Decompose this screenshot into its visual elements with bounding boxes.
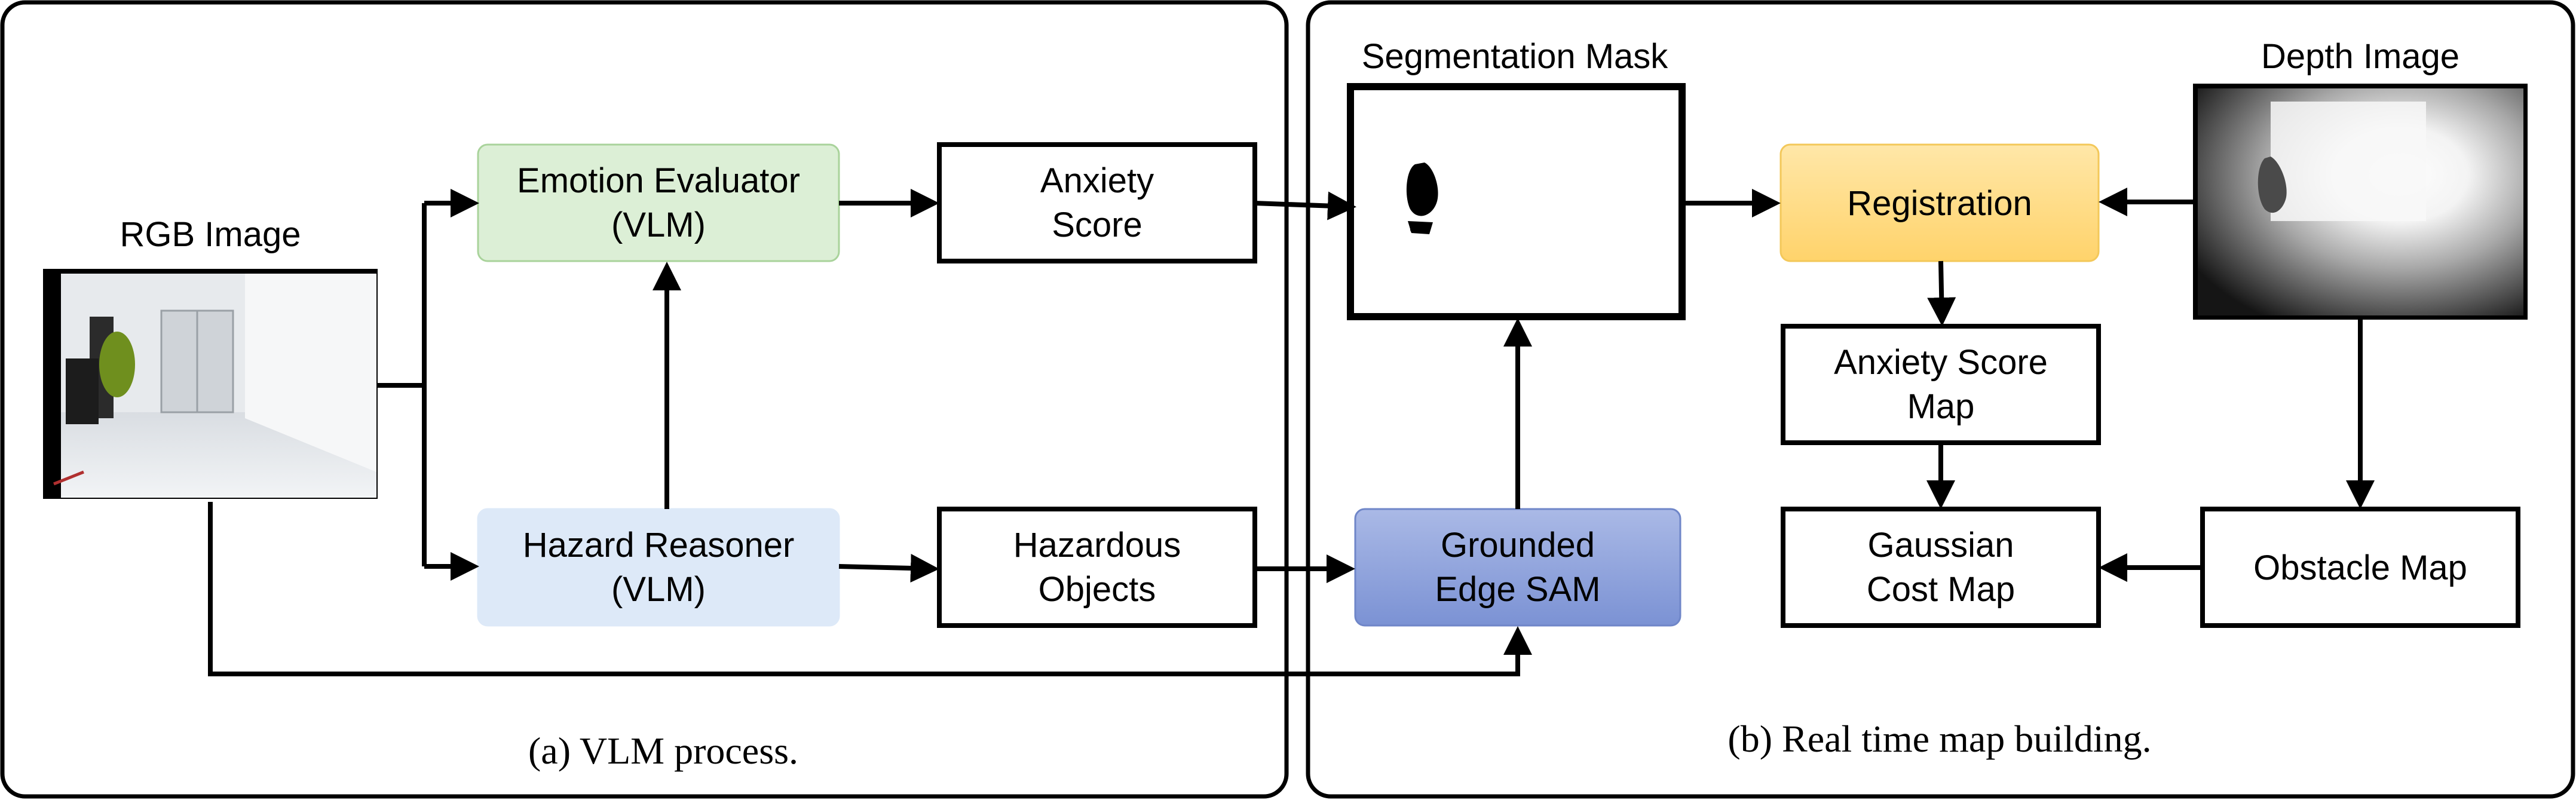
rgb-image-label: RGB Image (120, 215, 301, 254)
edge-hazard-to-objects (839, 566, 935, 569)
hazard-reasoner-label-1: Hazard Reasoner (523, 526, 795, 565)
registration-label: Registration (1847, 184, 2032, 223)
grounded-edge-sam-label-1: Grounded (1441, 526, 1595, 565)
segmentation-mask-image (1350, 87, 1682, 317)
rgb-image (43, 269, 378, 499)
anxiety-score-label-2: Score (1052, 206, 1142, 244)
hazardous-objects-label-1: Hazardous (1013, 526, 1181, 565)
gaussian-cost-map-label-1: Gaussian (1867, 526, 2014, 565)
hazard-reasoner-label-2: (VLM) (611, 570, 706, 609)
emotion-evaluator-label-2: (VLM) (611, 206, 706, 244)
gaussian-cost-map-label-2: Cost Map (1867, 570, 2015, 609)
hazardous-objects-label-2: Objects (1039, 570, 1156, 609)
edge-anxiety-to-mask (1255, 203, 1352, 207)
left-panel-caption: (a) VLM process. (528, 729, 798, 772)
anxiety-score-label-1: Anxiety (1040, 161, 1154, 200)
depth-image (2193, 84, 2528, 320)
edge-registration-to-scoremap (1941, 261, 1942, 321)
edge-rgb-to-sam (210, 502, 1518, 674)
anxiety-score-map-label-2: Map (1907, 387, 1975, 426)
obstacle-map-label: Obstacle Map (2253, 548, 2467, 587)
grounded-edge-sam-label-2: Edge SAM (1435, 570, 1600, 609)
right-panel-caption: (b) Real time map building. (1727, 718, 2151, 760)
depth-image-label: Depth Image (2261, 37, 2459, 76)
emotion-evaluator-label-1: Emotion Evaluator (517, 161, 800, 200)
segmentation-mask-label: Segmentation Mask (1362, 37, 1669, 76)
anxiety-score-map-label-1: Anxiety Score (1834, 343, 2048, 382)
